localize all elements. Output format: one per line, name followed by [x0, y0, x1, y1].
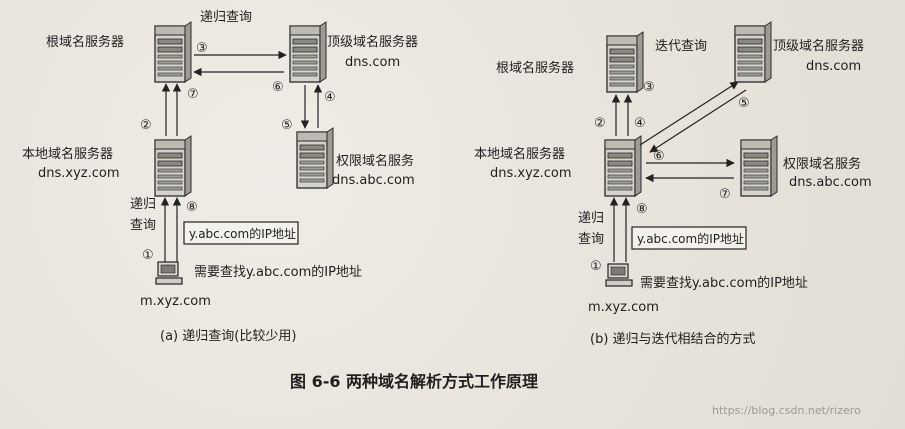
left-tld-server-icon: [289, 21, 327, 83]
left-auth-server-label: 权限域名服务: [336, 153, 414, 169]
right-local-server-label: 本地域名服务器: [474, 146, 565, 162]
left-step-2: ②: [140, 118, 152, 133]
right-root-server-icon: [606, 31, 644, 93]
left-top-label: 递归查询: [200, 10, 252, 25]
right-top-label: 迭代查询: [655, 39, 707, 54]
right-answer-text: y.abc.com的IP地址: [637, 231, 744, 246]
left-step-4: ④: [324, 90, 336, 105]
left-diagram: 递归查询 根域名服务器 顶级域名服务器 dns.com 本地域名服务器 dns.…: [22, 10, 418, 344]
left-answer-box: [183, 221, 299, 245]
left-step-6: ⑥: [272, 80, 284, 95]
right-caption: (b) 递归与迭代相结合的方式: [590, 331, 756, 347]
left-step-1: ①: [142, 248, 154, 263]
right-step-8: ⑧: [636, 202, 648, 217]
right-client-pc-icon: [605, 263, 633, 287]
right-step-7: ⑦: [719, 187, 731, 202]
left-root-server-icon: [154, 21, 192, 83]
right-step-4: ④: [634, 116, 646, 131]
left-client-query-label-2: 查询: [130, 218, 156, 233]
right-step-1: ①: [590, 259, 602, 274]
left-step-8: ⑧: [186, 200, 198, 215]
right-client-host: m.xyz.com: [588, 300, 659, 315]
right-client-need: 需要查找y.abc.com的IP地址: [640, 275, 808, 291]
left-root-server-label: 根域名服务器: [46, 34, 124, 50]
left-tld-server-label: 顶级域名服务器: [327, 34, 418, 50]
left-client-need: 需要查找y.abc.com的IP地址: [194, 264, 362, 280]
left-caption: (a) 递归查询(比较少用): [160, 329, 296, 344]
right-step-6: ⑥: [653, 149, 665, 164]
figure-caption: 图 6-6 两种域名解析方式工作原理: [290, 372, 538, 391]
right-arrow-5: [649, 89, 747, 153]
right-auth-server-domain: dns.abc.com: [789, 175, 872, 190]
right-local-server-domain: dns.xyz.com: [490, 166, 572, 181]
right-answer-box: [631, 226, 747, 250]
left-tld-server-domain: dns.com: [345, 55, 400, 70]
left-client-pc-icon: [155, 261, 183, 285]
left-local-server-icon: [154, 135, 192, 197]
left-client-query-label-1: 递归: [130, 197, 156, 212]
right-tld-server-icon: [734, 21, 772, 83]
watermark: https://blog.csdn.net/rizero: [712, 404, 861, 417]
right-root-server-label: 根域名服务器: [496, 60, 574, 76]
right-client-query-label-1: 递归: [578, 211, 604, 226]
right-tld-server-label: 顶级域名服务器: [773, 38, 864, 54]
left-answer-text: y.abc.com的IP地址: [189, 226, 296, 241]
left-auth-server-icon: [296, 127, 334, 189]
right-tld-server-domain: dns.com: [806, 59, 861, 74]
right-step-2: ②: [594, 116, 606, 131]
left-local-server-domain: dns.xyz.com: [38, 166, 120, 181]
right-auth-server-icon: [740, 135, 778, 197]
left-step-7: ⑦: [187, 87, 199, 102]
right-arrow-4: [639, 81, 739, 146]
right-local-server-icon: [604, 135, 642, 197]
left-client-host: m.xyz.com: [140, 294, 211, 309]
right-auth-server-label: 权限域名服务: [783, 156, 861, 172]
left-step-3: ③: [196, 41, 208, 56]
right-step-5: ⑤: [738, 96, 750, 111]
right-diagram: 迭代查询 根域名服务器 顶级域名服务器 dns.com 本地域名服务器 dns.…: [474, 21, 872, 347]
right-client-query-label-2: 查询: [578, 232, 604, 247]
right-step-3: ③: [643, 80, 655, 95]
left-step-5: ⑤: [281, 118, 293, 133]
left-local-server-label: 本地域名服务器: [22, 146, 113, 162]
left-auth-server-domain: dns.abc.com: [332, 173, 415, 188]
